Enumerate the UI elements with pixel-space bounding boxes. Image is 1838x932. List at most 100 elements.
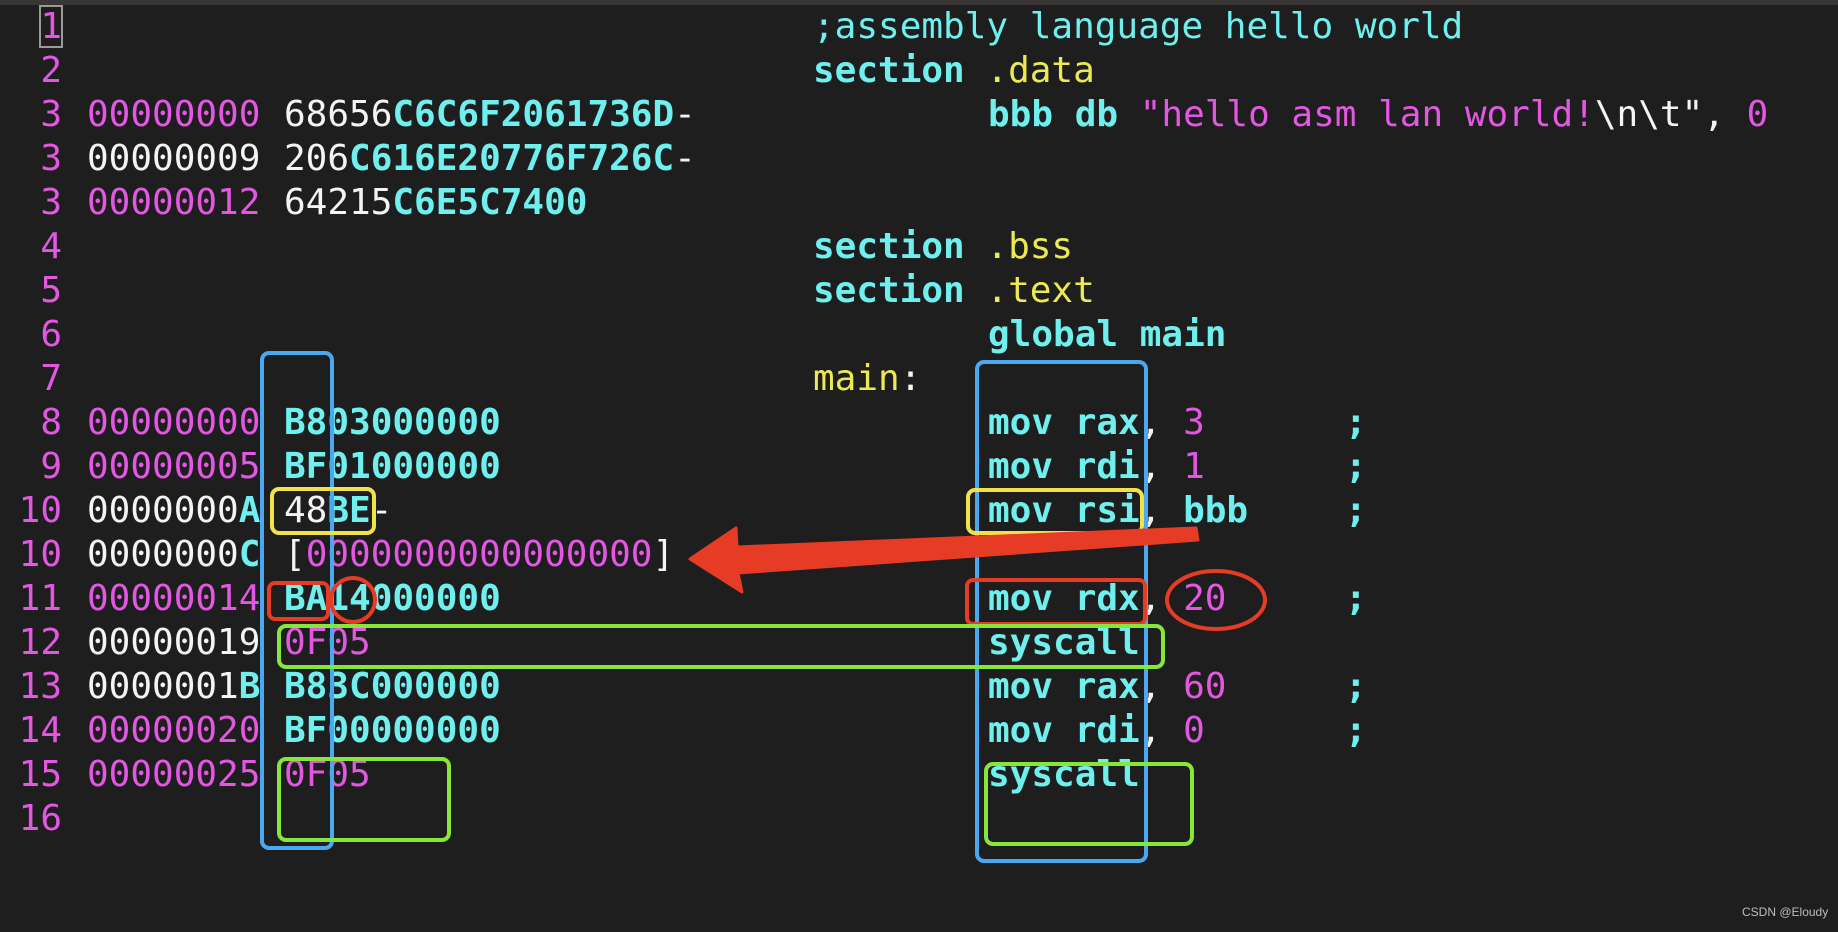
machine-code: 0F05 [284,621,371,665]
source-instruction: mov rdi, 0 [988,709,1205,753]
listing-row: 5 section .text [0,269,1838,313]
machine-code: B83C000000 [284,665,501,709]
source-instruction-token: 60 [1183,666,1227,707]
comment: ; [1345,709,1367,753]
source-instruction: syscall [988,621,1140,665]
address: 00000019 [87,621,260,665]
source-instruction-token: , [1139,578,1184,619]
source-directive: section .bss [813,225,1073,269]
machine-code-token: BA14000000 [284,578,501,619]
machine-code-token: - [674,94,696,135]
address-token: A [238,490,261,531]
machine-code-token: 48 [284,490,328,531]
comment: ; [1345,445,1367,489]
line-number-text: 12 [18,622,62,663]
address: 0000000A [87,489,260,533]
listing-row: 15 00000025 0F05 syscall [0,753,1838,797]
address: 00000014 [87,577,260,621]
line-number-text: 11 [18,578,62,619]
line-number: 3 [0,181,62,225]
line-number: 1 [0,5,63,49]
line-number: 10 [0,489,62,533]
line-number-text: 5 [40,270,62,311]
machine-code-token: 68656 [284,94,393,135]
line-number: 11 [0,577,62,621]
source-directive-token: section [813,270,965,311]
source-instruction-token: 0 [1183,710,1205,751]
source-directive-token: : [899,358,922,399]
source-instruction-token: 20 [1183,578,1227,619]
listing-row: 12 00000019 0F05 syscall [0,621,1838,665]
line-number: 6 [0,313,62,357]
address-token: 00000005 [87,446,261,487]
source-instruction: syscall [988,753,1140,797]
line-number: 5 [0,269,62,313]
machine-code: 68656C6C6F2061736D- [284,93,696,137]
comment-token: ; [1345,710,1367,751]
listing-row: 16 [0,797,1838,841]
machine-code-token: 206 [284,138,350,179]
machine-code: BF00000000 [284,709,501,753]
source-instruction: mov rdx, 20 [988,577,1226,621]
machine-code-token: 0F05 [284,754,371,795]
comment: ; [1345,665,1367,709]
source-instruction: mov rdi, 1 [988,445,1205,489]
address-token: 00000025 [87,754,261,795]
address: 00000000 [87,401,260,445]
line-number-text: 15 [18,754,62,795]
line-number: 8 [0,401,62,445]
source-instruction: mov rsi, bbb [988,489,1248,533]
line-number: 2 [0,49,62,93]
machine-code-token: BF01000000 [284,446,501,487]
line-number-text: 4 [40,226,62,267]
machine-code-token: BF00000000 [284,710,501,751]
address-token: 0000001 [87,666,239,707]
listing-row: 1 ;assembly language hello world [0,5,1838,49]
source-directive-token: main [813,358,900,399]
source-instruction-token: mov rdi [988,710,1140,751]
source-instruction-token: 1 [1183,446,1205,487]
source-directive: ;assembly language hello world [813,5,1463,49]
address-token: C [238,534,261,575]
listing-row: 14 00000020 BF00000000 mov rdi, 0; [0,709,1838,753]
line-number: 14 [0,709,62,753]
comment-token: ; [1345,490,1367,531]
line-number: 4 [0,225,62,269]
source-instruction-token: mov rsi [988,490,1140,531]
line-number: 12 [0,621,62,665]
source-instruction-token: , [1139,490,1184,531]
source-directive-token: .text [964,270,1095,311]
line-number: 3 [0,93,62,137]
window-top-border [0,0,1838,5]
source-instruction: global main [988,313,1226,357]
source-instruction-token: mov rdx [988,578,1140,619]
source-instruction-token: syscall [988,622,1140,663]
machine-code-token: C6C6F2061736D [392,94,675,135]
source-instruction-token: , [1139,446,1184,487]
source-instruction-token: , [1139,666,1184,707]
address-token: 00000000 [87,94,261,135]
source-instruction-token: 3 [1183,402,1205,443]
source-instruction-token: 0 [1746,94,1769,135]
machine-code: B803000000 [284,401,501,445]
source-directive: main: [813,357,921,401]
machine-code-token: ] [652,534,675,575]
comment: ; [1345,489,1367,533]
machine-code-token: C616E20776F726C [349,138,675,179]
address-token: 00000000 [87,402,261,443]
listing-row: 4 section .bss [0,225,1838,269]
source-directive-token: .bss [964,226,1074,267]
line-number-text: 6 [40,314,62,355]
machine-code-token: 0000000000000000 [305,534,653,575]
address-token: 00000020 [87,710,261,751]
line-number-text: 13 [18,666,62,707]
line-number: 7 [0,357,62,401]
machine-code-token: BE [327,490,371,531]
source-instruction: mov rax, 3 [988,401,1205,445]
